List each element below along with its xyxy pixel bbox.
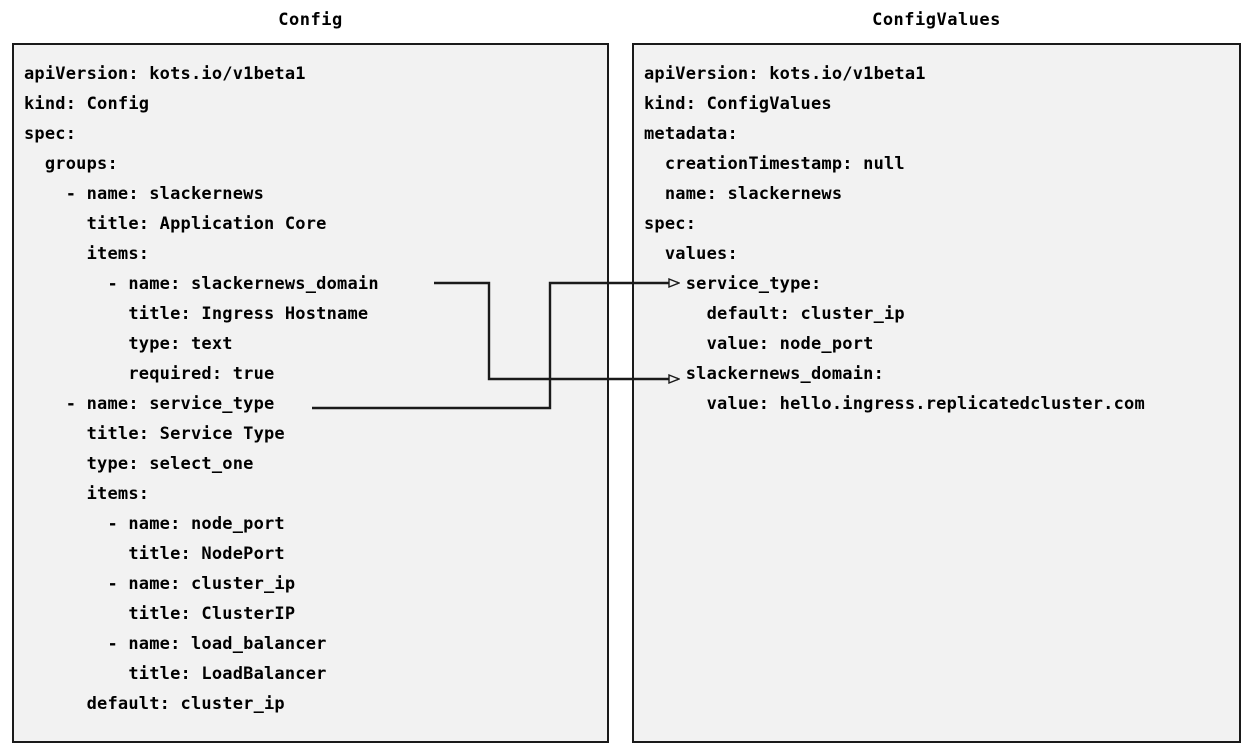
configvalues-yaml-line: value: node_port [644,334,874,354]
config-yaml-line: title: Application Core [24,214,327,234]
configvalues-yaml-line: slackernews_domain: [644,364,885,384]
configvalues-yaml-line: values: [644,244,738,264]
configvalues-yaml-line: metadata: [644,124,738,144]
configvalues-yaml-line: spec: [644,214,697,234]
config-yaml-line: default: cluster_ip [24,694,285,714]
config-yaml-line: - name: cluster_ip [24,574,296,594]
config-yaml-line: title: LoadBalancer [24,664,327,684]
config-yaml-block: apiVersion: kots.io/v1beta1 kind: Config s… [14,45,607,719]
config-yaml-line: - name: load_balancer [24,634,327,654]
configvalues-panel-title: ConfigValues [872,10,1001,30]
configvalues-yaml-line: creationTimestamp: null [644,154,905,174]
configvalues-panel-box: apiVersion: kots.io/v1beta1 kind: ConfigV… [632,43,1241,743]
config-yaml-line: - name: slackernews [24,184,265,204]
config-yaml-line: type: text [24,334,233,354]
config-yaml-line: title: Service Type [24,424,285,444]
config-yaml-line: - name: slackernews_domain [24,274,379,294]
configvalues-yaml-line: default: cluster_ip [644,304,905,324]
config-yaml-line: items: [24,484,150,504]
config-yaml-line: groups: [24,154,118,174]
configvalues-yaml-line: name: slackernews [644,184,843,204]
config-yaml-line: title: NodePort [24,544,285,564]
configvalues-yaml-line: kind: ConfigValues [644,94,832,114]
config-yaml-line: title: ClusterIP [24,604,296,624]
config-panel-box: apiVersion: kots.io/v1beta1 kind: Config s… [12,43,609,743]
configvalues-yaml-line: value: hello.ingress.replicatedcluster.c… [644,394,1145,414]
config-yaml-line: title: Ingress Hostname [24,304,369,324]
config-yaml-line: items: [24,244,150,264]
config-yaml-line: spec: [24,124,77,144]
configvalues-yaml-line: service_type: [644,274,822,294]
config-yaml-line: - name: service_type [24,394,275,414]
config-yaml-line: kind: Config [24,94,150,114]
config-yaml-line: required: true [24,364,275,384]
config-yaml-line: - name: node_port [24,514,285,534]
configvalues-yaml-line: apiVersion: kots.io/v1beta1 [644,64,926,84]
configvalues-yaml-block: apiVersion: kots.io/v1beta1 kind: ConfigV… [634,45,1239,419]
config-yaml-line: type: select_one [24,454,254,474]
config-yaml-line: apiVersion: kots.io/v1beta1 [24,64,306,84]
config-panel-title: Config [278,10,343,30]
